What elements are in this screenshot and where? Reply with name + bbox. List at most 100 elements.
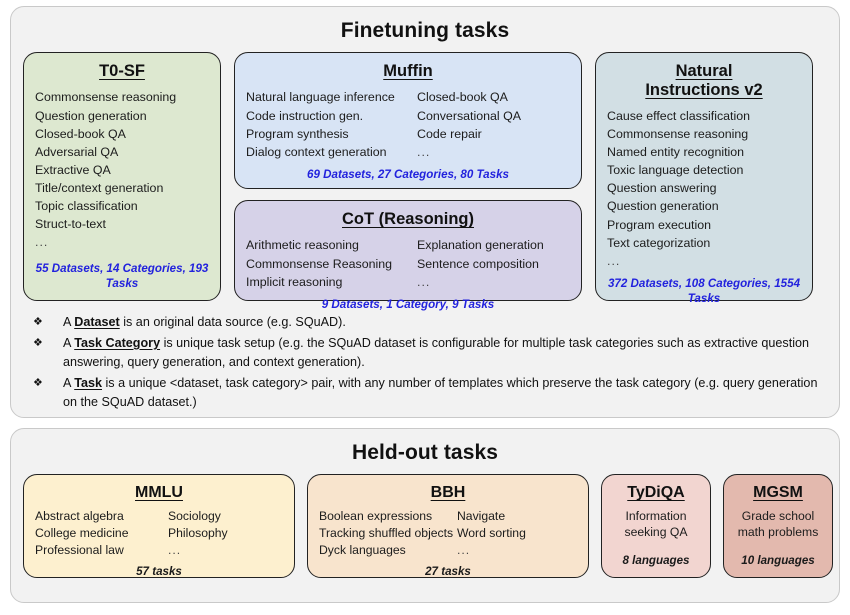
card-niv2-title-line1: Natural <box>675 62 733 80</box>
list-item: Information <box>625 508 687 523</box>
list-item: math problems <box>737 525 819 540</box>
finetuning-left-column: T0-SF Commonsense reasoning Question gen… <box>23 52 221 301</box>
heldout-card-grid: MMLU Abstract algebra College medicine P… <box>23 474 833 578</box>
legend-term: Dataset <box>74 315 120 329</box>
held-out-tasks-section: Held-out tasks MMLU Abstract algebra Col… <box>10 428 840 603</box>
legend-term: Task <box>74 375 102 390</box>
legend-definitions: ❖ A Dataset is an original data source (… <box>33 313 825 413</box>
list-item: Professional law <box>35 542 124 557</box>
card-tydiqa-stat: 8 languages <box>622 554 690 568</box>
list-item: Explanation generation <box>417 238 544 253</box>
list-item-ellipsis: ... <box>607 253 621 268</box>
card-muffin-items: Natural language inference Code instruct… <box>246 88 570 160</box>
list-item: Boolean expressions <box>319 508 433 523</box>
card-mmlu-title: MMLU <box>135 484 183 501</box>
list-item: Topic classification <box>35 199 138 214</box>
list-item-ellipsis: ... <box>417 274 431 289</box>
list-item: Commonsense Reasoning <box>246 256 393 271</box>
heldout-section-title: Held-out tasks <box>351 441 499 464</box>
card-mmlu[interactable]: MMLU Abstract algebra College medicine P… <box>23 474 295 578</box>
list-item: Commonsense reasoning <box>35 90 177 105</box>
list-item: Sentence composition <box>417 256 539 271</box>
list-item: Conversational QA <box>417 108 521 123</box>
list-item: Word sorting <box>457 525 526 540</box>
card-mgsm[interactable]: MGSM Grade school math problems 10 langu… <box>723 474 833 578</box>
legend-suffix: is a unique <dataset, task category> pai… <box>63 375 818 409</box>
card-mgsm-title: MGSM <box>753 484 803 501</box>
card-cot-items: Arithmetic reasoning Commonsense Reasoni… <box>246 236 570 290</box>
list-item: Cause effect classification <box>607 108 751 123</box>
list-item: Title/context generation <box>35 181 164 196</box>
list-item-ellipsis: ... <box>35 235 49 250</box>
list-item: Grade school <box>741 508 815 523</box>
list-item: Dialog context generation <box>246 144 387 159</box>
card-muffin-title: Muffin <box>383 62 433 80</box>
list-item: Sociology <box>168 508 221 523</box>
card-cot-items-col-1: Arithmetic reasoning Commonsense Reasoni… <box>246 236 399 290</box>
list-item: Struct-to-text <box>35 217 106 232</box>
card-muffin-items-col-1: Natural language inference Code instruct… <box>246 88 399 160</box>
card-t0sf[interactable]: T0-SF Commonsense reasoning Question gen… <box>23 52 221 301</box>
card-bbh-title: BBH <box>430 484 466 501</box>
card-tydiqa-items: Information seeking QA <box>608 508 704 541</box>
card-muffin[interactable]: Muffin Natural language inference Code i… <box>234 52 582 189</box>
diamond-bullet-icon: ❖ <box>33 316 43 328</box>
list-item: Code instruction gen. <box>246 108 364 123</box>
list-item: Question answering <box>607 181 717 196</box>
card-mmlu-stat: 57 tasks <box>136 565 182 579</box>
card-bbh-items-col-1: Boolean expressions Tracking shuffled ob… <box>319 508 454 558</box>
card-tydiqa-title: TyDiQA <box>627 484 685 501</box>
list-item: Dyck languages <box>319 542 406 557</box>
card-cot[interactable]: CoT (Reasoning) Arithmetic reasoning Com… <box>234 200 582 311</box>
finetuning-middle-column: Muffin Natural language inference Code i… <box>234 52 582 311</box>
list-item: Question generation <box>35 108 147 123</box>
list-item: Arithmetic reasoning <box>246 238 359 253</box>
legend-term: Task Category <box>74 335 161 350</box>
list-item-ellipsis: ... <box>457 542 471 557</box>
list-item: Closed-book QA <box>35 126 126 141</box>
card-t0sf-stat: 55 Datasets, 14 Categories, 193 Tasks <box>35 262 209 291</box>
card-mgsm-stat: 10 languages <box>741 554 815 568</box>
legend-item-task-category: ❖ A Task Category is unique task setup (… <box>33 334 825 372</box>
finetuning-tasks-section: Finetuning tasks T0-SF Commonsense reaso… <box>10 6 840 418</box>
list-item: Question generation <box>607 199 719 214</box>
list-item: Implicit reasoning <box>246 274 343 289</box>
legend-item-dataset: ❖ A Dataset is an original data source (… <box>33 313 825 332</box>
diamond-bullet-icon: ❖ <box>33 336 43 349</box>
list-item: Abstract algebra <box>35 508 124 523</box>
card-tydiqa[interactable]: TyDiQA Information seeking QA 8 language… <box>601 474 711 578</box>
card-bbh-items-col-2: Navigate Word sorting ... <box>457 508 577 558</box>
legend-item-task: ❖ A Task is a unique <dataset, task cate… <box>33 374 825 412</box>
list-item: College medicine <box>35 525 129 540</box>
card-cot-items-col-2: Explanation generation Sentence composit… <box>417 236 570 290</box>
list-item: Natural language inference <box>246 90 395 105</box>
list-item: Toxic language detection <box>607 163 744 178</box>
list-item: Closed-book QA <box>417 90 508 105</box>
card-t0sf-title: T0-SF <box>99 62 145 80</box>
legend-suffix: is unique task setup (e.g. the SQuAD dat… <box>63 335 810 369</box>
legend-prefix: A <box>63 315 75 329</box>
list-item: Named entity recognition <box>607 145 745 160</box>
diamond-bullet-icon: ❖ <box>33 376 43 389</box>
legend-prefix: A <box>63 335 75 350</box>
legend-item-dataset-text: A Dataset is an original data source (e.… <box>63 313 825 332</box>
card-niv2-title: Natural Instructions v2 <box>607 62 801 101</box>
card-mmlu-items: Abstract algebra College medicine Profes… <box>35 508 283 558</box>
list-item: Navigate <box>457 508 506 523</box>
legend-item-task-category-text: A Task Category is unique task setup (e.… <box>63 334 825 372</box>
card-niv2-items: Cause effect classification Commonsense … <box>607 107 801 270</box>
card-natural-instructions-v2[interactable]: Natural Instructions v2 Cause effect cla… <box>595 52 813 305</box>
finetuning-section-title: Finetuning tasks <box>340 19 510 42</box>
list-item-ellipsis: ... <box>168 542 182 557</box>
legend-suffix: is an original data source (e.g. SQuAD). <box>119 315 346 329</box>
list-item: Commonsense reasoning <box>607 127 749 142</box>
list-item: Program synthesis <box>246 126 349 141</box>
legend-prefix: A <box>63 375 75 390</box>
list-item-ellipsis: ... <box>417 144 431 159</box>
list-item: Tracking shuffled objects <box>319 525 454 540</box>
list-item: Extractive QA <box>35 162 111 177</box>
finetuning-right-column: Natural Instructions v2 Cause effect cla… <box>595 52 813 305</box>
card-bbh[interactable]: BBH Boolean expressions Tracking shuffle… <box>307 474 589 578</box>
card-niv2-title-line2: Instructions v2 <box>645 81 763 100</box>
